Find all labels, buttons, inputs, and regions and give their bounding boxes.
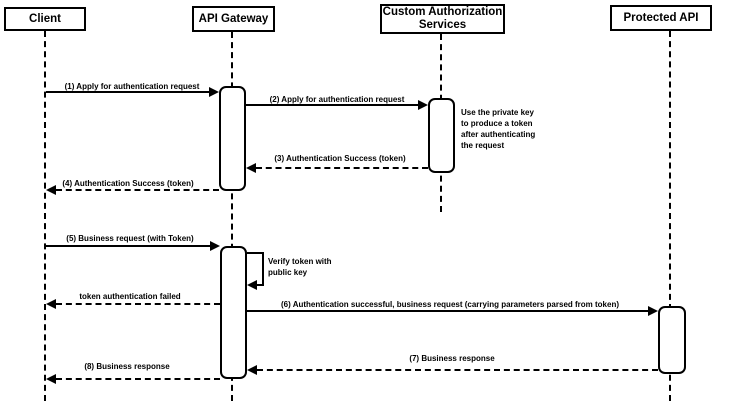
message-line-6 (247, 310, 648, 312)
participant-label: Protected API (623, 11, 699, 24)
lifeline-client (44, 31, 46, 401)
message-line-token-failed (56, 303, 220, 305)
arrowhead-left-icon (46, 185, 56, 195)
activation-protected-api (658, 306, 686, 374)
self-message-label: Verify token with public key (268, 257, 332, 277)
self-message-top-line (247, 252, 264, 254)
lifeline-api-gateway (231, 32, 233, 401)
participant-custom-authorization-services: Custom Authorization Services (380, 4, 505, 34)
message-line-8 (56, 378, 220, 380)
arrowhead-left-icon (247, 280, 257, 290)
arrowhead-right-icon (209, 87, 219, 97)
activation-api-gateway-1 (219, 86, 246, 191)
arrowhead-left-icon (46, 374, 56, 384)
lifeline-protected-api (669, 31, 671, 401)
message-line-7 (257, 369, 658, 371)
activation-custom-authorization-services (428, 98, 455, 173)
message-line-3 (256, 167, 428, 169)
arrowhead-right-icon (418, 100, 428, 110)
message-line-4 (56, 189, 219, 191)
message-label-7: (7) Business response (409, 354, 495, 363)
message-label-3: (3) Authentication Success (token) (274, 154, 406, 163)
message-label-token-failed: token authentication failed (79, 292, 181, 301)
message-label-5: (5) Business request (with Token) (66, 234, 194, 243)
message-line-1 (46, 91, 211, 93)
message-label-2: (2) Apply for authentication request (269, 95, 405, 104)
message-line-5 (46, 245, 212, 247)
arrowhead-left-icon (46, 299, 56, 309)
participant-client: Client (4, 7, 86, 31)
self-message-vertical-line (262, 252, 264, 286)
arrowhead-right-icon (210, 241, 220, 251)
message-label-8: (8) Business response (84, 362, 170, 371)
participant-label: Client (29, 12, 61, 25)
message-line-2 (246, 104, 420, 106)
message-label-1: (1) Apply for authentication request (64, 82, 200, 91)
activation-api-gateway-2 (220, 246, 247, 379)
participant-api-gateway: API Gateway (192, 6, 275, 32)
note-private-key: Use the private key to produce a token a… (461, 108, 536, 150)
self-message-bottom-line (257, 284, 264, 286)
participant-label: Custom Authorization Services (382, 6, 503, 31)
message-label-4: (4) Authentication Success (token) (62, 179, 194, 188)
message-label-6: (6) Authentication successful, business … (280, 300, 620, 309)
participant-label: API Gateway (198, 12, 269, 25)
arrowhead-right-icon (648, 306, 658, 316)
arrowhead-left-icon (247, 365, 257, 375)
participant-protected-api: Protected API (610, 5, 712, 31)
arrowhead-left-icon (246, 163, 256, 173)
